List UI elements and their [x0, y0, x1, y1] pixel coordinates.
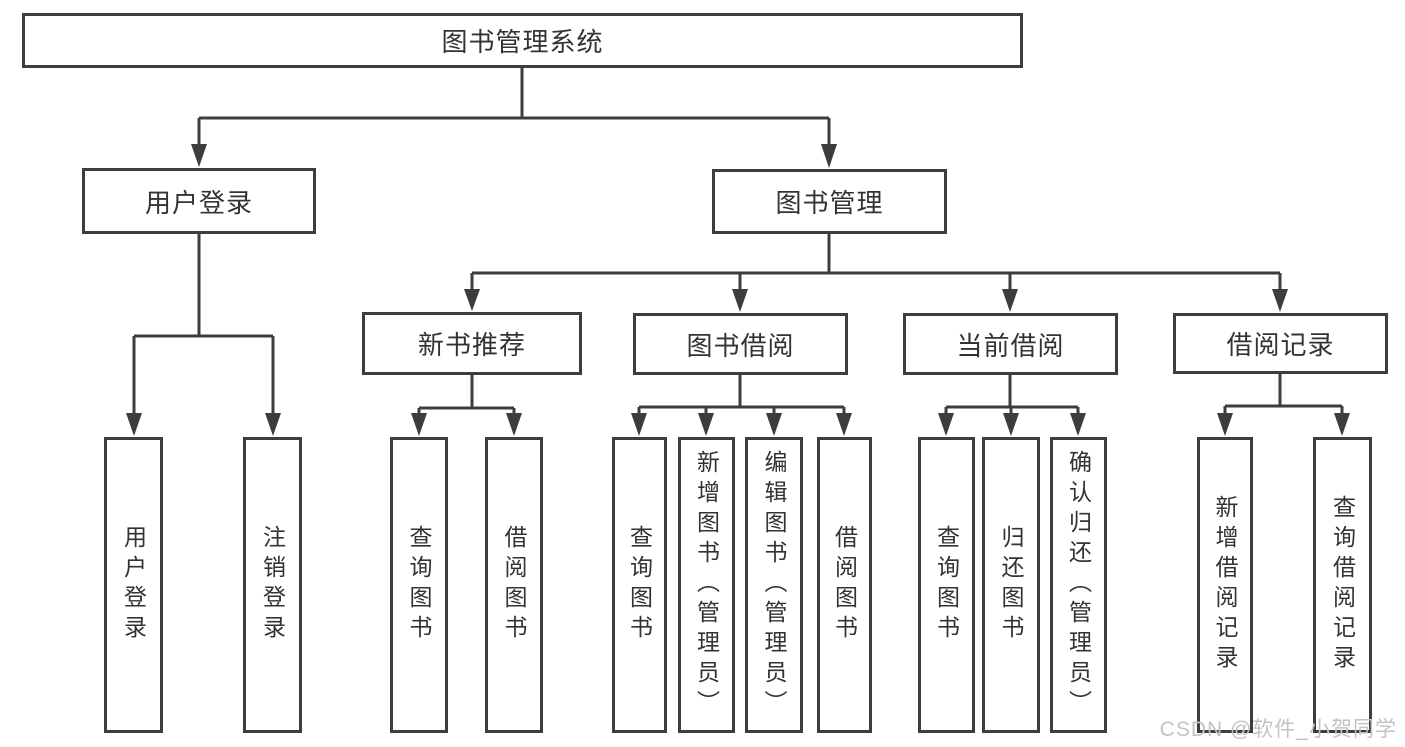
arrowhead-down-icon	[1070, 413, 1086, 436]
node-root: 图书管理系统	[22, 13, 1023, 68]
node-new-book-recommend: 新书推荐	[362, 312, 582, 375]
node-book-management-label: 图书管理	[775, 188, 884, 218]
arrowhead-down-icon	[411, 413, 427, 436]
node-borrowing-records-label: 借阅记录	[1226, 330, 1335, 360]
connector-line	[417, 375, 516, 414]
watermark: CSDN @软件_小贺同学	[1159, 718, 1397, 741]
connector-line	[197, 68, 831, 145]
leaf-user-login: 用户登录	[104, 437, 163, 733]
arrowhead-down-icon	[698, 413, 714, 436]
arrowhead-down-icon	[821, 144, 837, 168]
connector-book-management-to-level3	[464, 234, 1288, 312]
leaf-user-login-label: 用户登录	[120, 525, 147, 645]
leaf-records-add-record-label: 新增借阅记录	[1212, 495, 1238, 675]
connector-line	[132, 233, 275, 414]
arrowhead-down-icon	[506, 413, 522, 436]
leaf-borrowing-edit-books-label: 编辑图书（管理员）	[761, 450, 787, 720]
leaf-borrowing-search-books-label: 查询图书	[626, 525, 653, 645]
node-root-label: 图书管理系统	[441, 27, 604, 57]
node-current-borrowing: 当前借阅	[903, 313, 1118, 375]
leaf-current-return-books: 归还图书	[982, 437, 1040, 733]
leaf-records-search-record-label: 查询借阅记录	[1329, 495, 1356, 675]
leaf-current-search-books-label: 查询图书	[933, 525, 960, 645]
connector-book-borrowing-to-leaves	[631, 375, 852, 436]
leaf-recommend-borrow-books: 借阅图书	[485, 437, 543, 733]
arrowhead-down-icon	[1003, 413, 1019, 436]
leaf-borrowing-add-books: 新增图书（管理员）	[678, 437, 735, 733]
leaf-records-add-record: 新增借阅记录	[1197, 437, 1253, 733]
leaf-borrowing-search-books: 查询图书	[612, 437, 667, 733]
arrowhead-down-icon	[1002, 289, 1018, 312]
leaf-borrowing-edit-books: 编辑图书（管理员）	[745, 437, 803, 733]
leaf-logout-label: 注销登录	[259, 525, 286, 645]
arrowhead-down-icon	[1334, 413, 1350, 436]
leaf-recommend-search-books: 查询图书	[390, 437, 448, 733]
leaf-borrowing-borrow-books: 借阅图书	[817, 437, 872, 733]
connector-user-login-to-leaves	[126, 233, 281, 436]
leaf-recommend-search-books-label: 查询图书	[406, 525, 432, 645]
connector-line	[637, 375, 846, 414]
connector-current-borrowing-to-leaves	[938, 375, 1086, 436]
arrowhead-down-icon	[766, 413, 782, 436]
arrowhead-down-icon	[938, 413, 954, 436]
connector-borrowing-records-to-leaves	[1217, 374, 1350, 436]
connector-line	[1223, 374, 1344, 414]
arrowhead-down-icon	[732, 289, 748, 312]
leaf-borrowing-borrow-books-label: 借阅图书	[831, 525, 858, 645]
leaf-borrowing-add-books-label: 新增图书（管理员）	[693, 450, 720, 720]
arrowhead-down-icon	[836, 413, 852, 436]
node-book-borrowing-label: 图书借阅	[686, 330, 795, 361]
leaf-logout: 注销登录	[243, 437, 302, 733]
connector-new-book-recommend-to-leaves	[411, 375, 522, 436]
node-borrowing-records: 借阅记录	[1173, 313, 1388, 374]
node-book-borrowing: 图书借阅	[633, 313, 848, 375]
arrowhead-down-icon	[126, 413, 142, 436]
arrowhead-down-icon	[631, 413, 647, 436]
leaf-current-confirm-return: 确认归还（管理员）	[1050, 437, 1107, 733]
leaf-current-confirm-return-label: 确认归还（管理员）	[1065, 450, 1092, 720]
connector-line	[944, 375, 1080, 414]
connector-line	[470, 234, 1282, 290]
leaf-current-search-books: 查询图书	[918, 437, 975, 733]
arrowhead-down-icon	[1272, 289, 1288, 312]
node-new-book-recommend-label: 新书推荐	[417, 330, 526, 360]
connector-root-to-level2	[191, 68, 837, 168]
arrowhead-down-icon	[191, 144, 207, 167]
leaf-current-return-books-label: 归还图书	[998, 525, 1024, 645]
node-user-login: 用户登录	[82, 168, 316, 234]
arrowhead-down-icon	[464, 289, 480, 311]
leaf-recommend-borrow-books-label: 借阅图书	[501, 525, 527, 645]
arrowhead-down-icon	[265, 413, 281, 436]
node-current-borrowing-label: 当前借阅	[956, 330, 1065, 361]
node-user-login-label: 用户登录	[144, 187, 253, 218]
node-book-management: 图书管理	[712, 169, 947, 234]
leaf-records-search-record: 查询借阅记录	[1313, 437, 1372, 733]
arrowhead-down-icon	[1217, 413, 1233, 436]
